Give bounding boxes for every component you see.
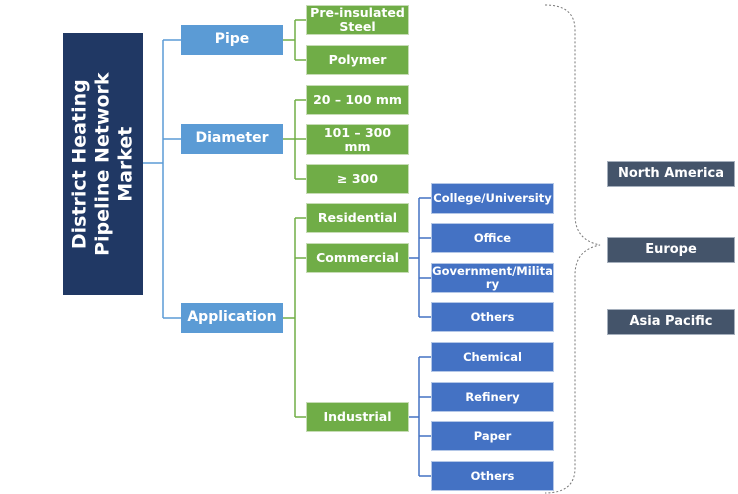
industrial-refinery: Refinery — [431, 382, 554, 412]
diameter-300-plus: ≥ 300 — [306, 164, 409, 194]
pipe-polymer: Polymer — [306, 45, 409, 75]
commercial-office: Office — [431, 223, 554, 253]
commercial-college-university: College/University — [431, 183, 554, 214]
title-text: District Heating Pipeline Network Market — [68, 72, 137, 256]
pipe-pre-insulated-steel: Pre-insulated Steel — [306, 5, 409, 35]
industrial-paper: Paper — [431, 421, 554, 451]
industrial-chemical: Chemical — [431, 342, 554, 372]
region-north-america: North America — [607, 161, 735, 187]
commercial-government-military: Government/Military — [431, 263, 554, 293]
commercial-others: Others — [431, 302, 554, 332]
market-title: District Heating Pipeline Network Market — [63, 33, 143, 295]
diameter-101-300: 101 – 300 mm — [306, 124, 409, 155]
industrial-others: Others — [431, 461, 554, 491]
application-industrial: Industrial — [306, 402, 409, 432]
brace — [544, 4, 601, 494]
segment-pipe: Pipe — [181, 25, 283, 55]
segment-application: Application — [181, 303, 283, 333]
application-commercial: Commercial — [306, 243, 409, 273]
region-europe: Europe — [607, 237, 735, 263]
segment-diameter: Diameter — [181, 124, 283, 154]
region-asia-pacific: Asia Pacific — [607, 309, 735, 335]
application-residential: Residential — [306, 203, 409, 233]
diameter-20-100: 20 – 100 mm — [306, 85, 409, 115]
